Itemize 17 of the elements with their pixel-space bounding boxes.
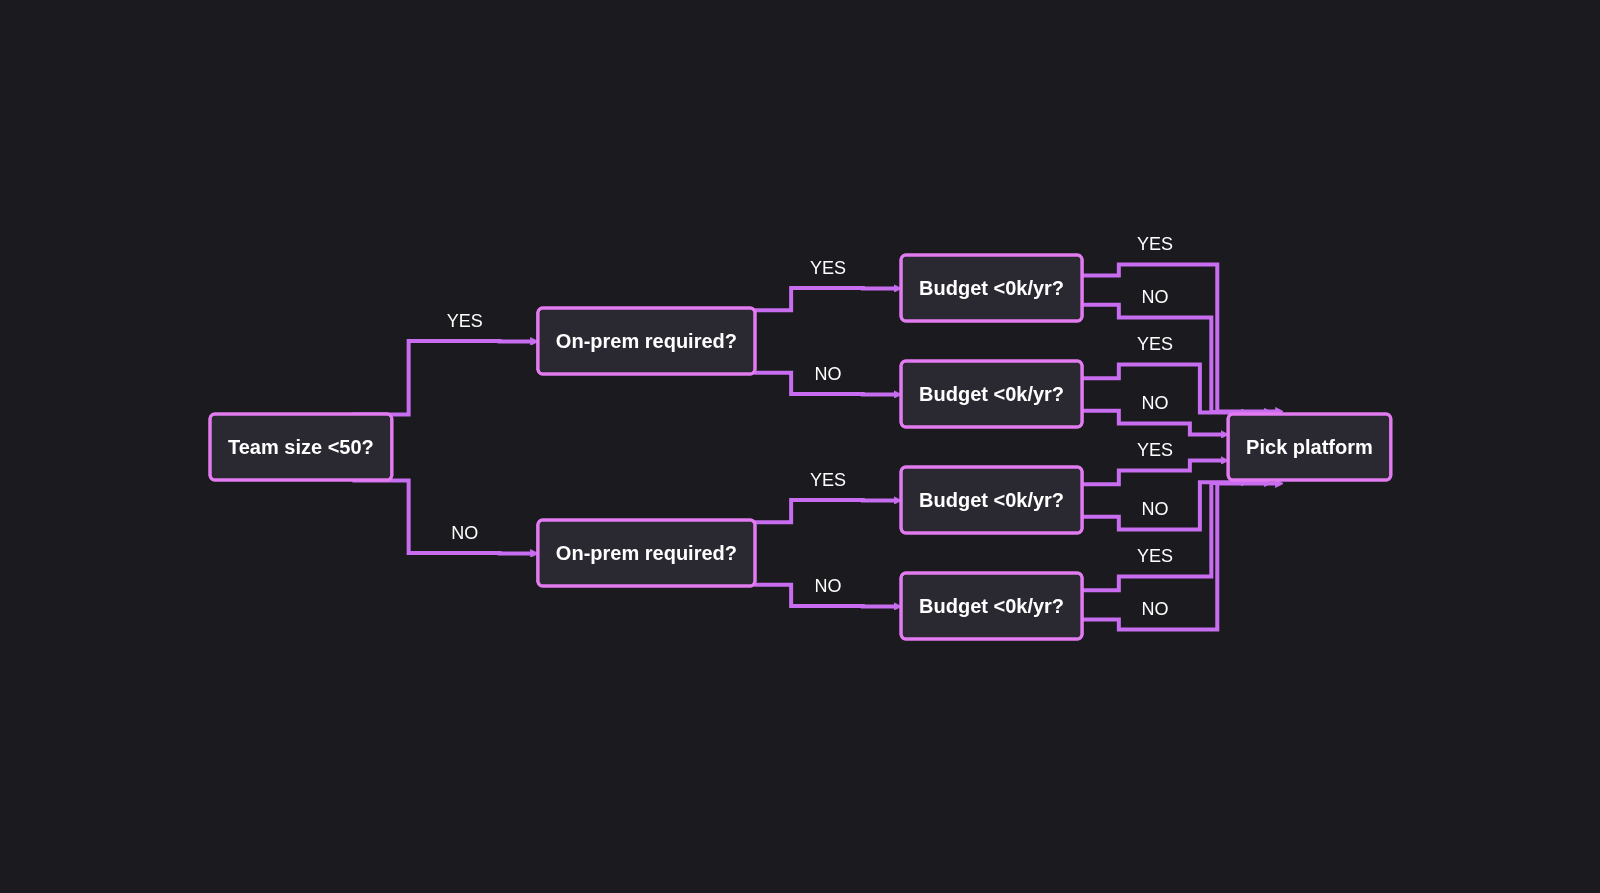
edge-label: NO bbox=[1141, 498, 1169, 519]
edge-label: YES bbox=[1136, 439, 1173, 460]
arrow bbox=[1082, 262, 1284, 416]
edge-label: YES bbox=[1136, 233, 1173, 254]
edge-label: NO bbox=[1141, 598, 1169, 619]
arrow bbox=[1082, 478, 1284, 631]
arrow bbox=[1082, 302, 1272, 416]
edge-label: NO bbox=[1141, 286, 1169, 307]
edge-label: NO bbox=[1141, 392, 1169, 413]
edge-label: YES bbox=[1136, 333, 1173, 354]
edge-label: YES bbox=[809, 257, 846, 277]
edge-label: NO bbox=[814, 363, 842, 383]
edge-label: NO bbox=[450, 522, 478, 542]
edge-label: NO bbox=[814, 575, 842, 595]
edge-label: YES bbox=[446, 310, 483, 330]
edge-label: YES bbox=[1136, 545, 1173, 566]
edge-label: YES bbox=[809, 469, 846, 489]
